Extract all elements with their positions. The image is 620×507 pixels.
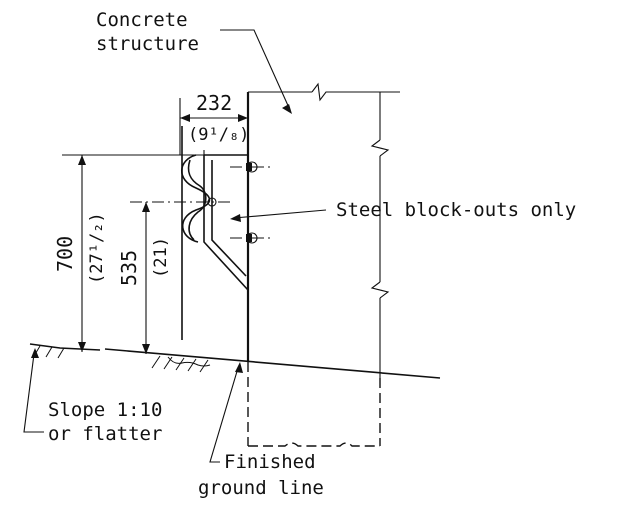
slope-label-line1: Slope 1:10 bbox=[48, 399, 162, 421]
concrete-label-line1: Concrete bbox=[96, 9, 188, 31]
offset-mm: 232 bbox=[196, 91, 232, 115]
steel-label: Steel block-outs only bbox=[336, 199, 576, 221]
footing-dashed bbox=[247, 362, 381, 447]
concrete-label-line2: structure bbox=[96, 33, 199, 55]
concrete-structure bbox=[246, 82, 400, 378]
dimension-700: 700 (27¹/₂) bbox=[53, 154, 204, 352]
steel-blockout-label: Steel block-outs only bbox=[230, 199, 576, 222]
rail-height-mm: 700 bbox=[53, 236, 77, 272]
bolt-height-mm: 535 bbox=[117, 250, 141, 286]
w-beam-rail bbox=[180, 154, 211, 243]
slope-label: Slope 1:10 or flatter bbox=[23, 348, 162, 445]
dimension-535: 535 (21) bbox=[117, 202, 171, 354]
steel-block-out bbox=[203, 150, 249, 291]
ground-line bbox=[29, 343, 441, 379]
slope-label-line2: or flatter bbox=[48, 423, 162, 445]
ground-label-line1: Finished bbox=[224, 451, 316, 473]
ground-label-line2: ground line bbox=[198, 477, 324, 499]
bolts bbox=[130, 161, 272, 244]
bolt-height-in: (21) bbox=[151, 237, 171, 278]
finished-ground-label: Finished ground line bbox=[198, 362, 324, 499]
concrete-structure-label: Concrete structure bbox=[96, 9, 292, 114]
rail-height-in: (27¹/₂) bbox=[87, 212, 107, 284]
dimension-232: 232 (9¹/₈) bbox=[179, 91, 249, 155]
offset-in: (9¹/₈) bbox=[188, 125, 249, 145]
